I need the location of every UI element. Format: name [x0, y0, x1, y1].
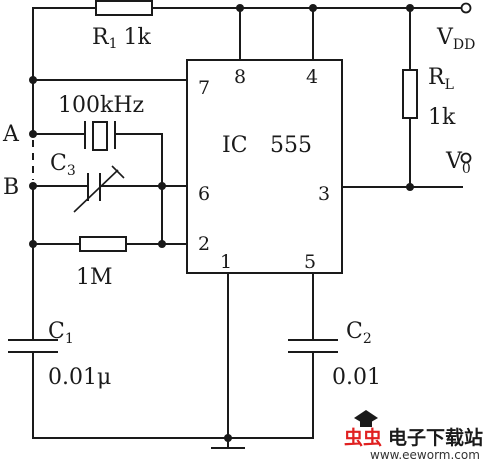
junction-dots — [29, 4, 414, 442]
pin-6-label: 6 — [198, 183, 210, 205]
pin-5-label: 5 — [304, 251, 316, 273]
r-1m-label: 1M — [76, 265, 113, 290]
node-a-label: A — [2, 122, 20, 147]
v0-terminal — [460, 152, 472, 164]
ic-name: IC — [222, 133, 248, 158]
c2-label: C2 — [346, 319, 372, 347]
watermark-url: www.eeworm.com — [370, 448, 480, 462]
pin-3-label: 3 — [318, 183, 330, 205]
c1-value: 0.01μ — [48, 365, 111, 390]
vdd-label: VDD — [436, 25, 475, 53]
watermark-text: 电子下载站 — [388, 426, 483, 449]
pin-7-label: 7 — [198, 77, 210, 99]
rl-value: 1k — [428, 105, 456, 130]
rl-label: RL — [428, 65, 454, 93]
pin-4-label: 4 — [306, 66, 318, 88]
watermark-brand: 虫虫 — [344, 426, 382, 449]
rl-resistor — [402, 69, 418, 119]
c3-label: C3 — [50, 151, 76, 179]
pin-1-label: 1 — [220, 251, 232, 273]
vdd-terminal — [460, 2, 472, 14]
c1-label: C1 — [48, 319, 74, 347]
crystal-100khz — [92, 121, 108, 151]
graduation-cap-icon — [354, 410, 378, 427]
pin-2-label: 2 — [198, 233, 210, 255]
c2-value: 0.01 — [332, 365, 381, 390]
r1-resistor — [95, 0, 153, 16]
pin-8-label: 8 — [234, 66, 246, 88]
c3-trimmer-arrow — [73, 165, 125, 213]
r-1m-resistor — [79, 236, 127, 252]
v0-label: V0 — [445, 149, 471, 177]
crystal-label: 100kHz — [58, 93, 144, 118]
ic-555-body — [186, 59, 343, 274]
watermark: 虫虫 电子下载站 www.eeworm.com — [344, 410, 483, 462]
ic-part: 555 — [270, 133, 312, 158]
node-b-label: B — [3, 175, 19, 200]
